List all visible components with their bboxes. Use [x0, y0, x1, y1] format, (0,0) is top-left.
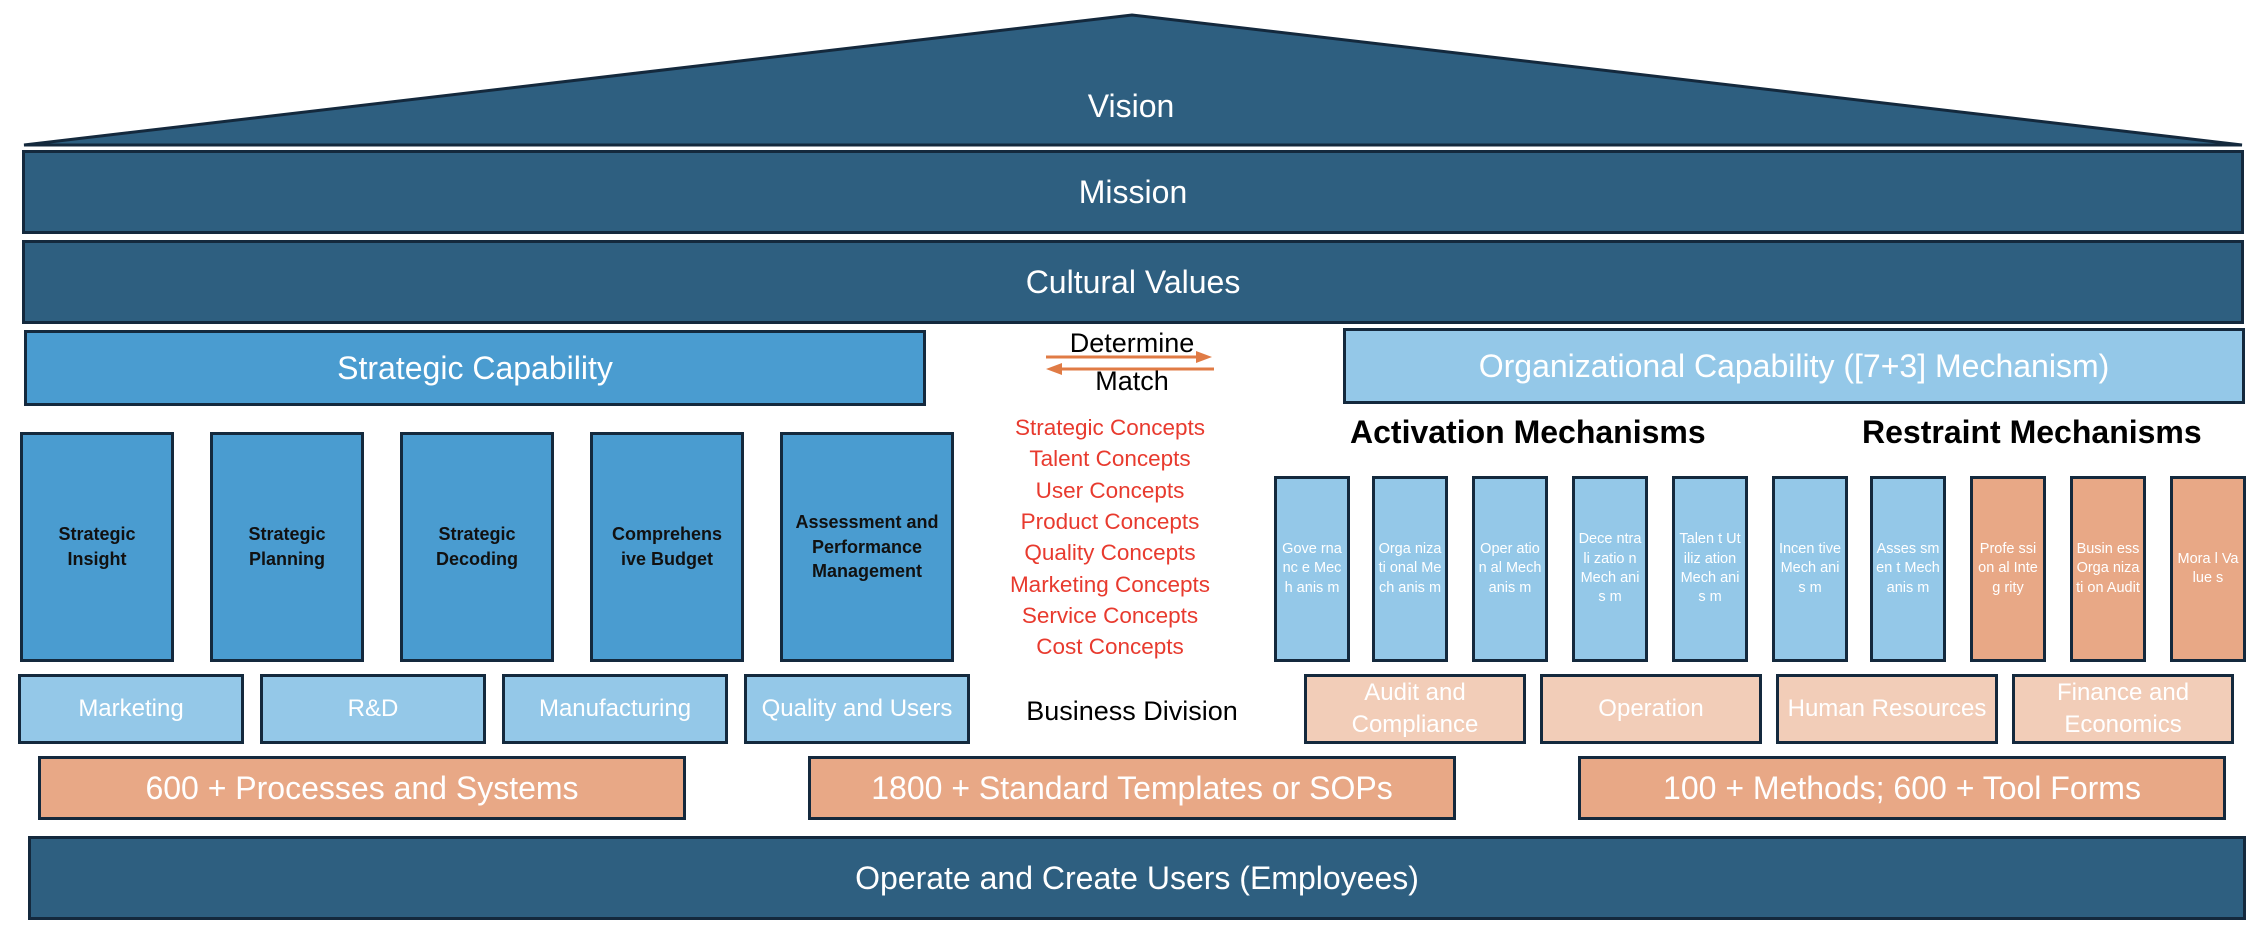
activation-mechanisms-heading: Activation Mechanisms — [1350, 414, 1706, 450]
domain-marketing: Marketing — [18, 674, 244, 744]
concept-item: Service Concepts — [1021, 603, 1199, 628]
mechanism-organizational: Orga nizati onal Mech anis m — [1372, 476, 1448, 662]
mechanism-governance: Gove rnanc e Mech anis m — [1274, 476, 1350, 662]
mechanism-moral-values: Mora l Value s — [2170, 476, 2246, 662]
concept-item: Talent Concepts — [1029, 446, 1191, 471]
bidirectional-arrow-icon — [1046, 351, 1214, 375]
mechanism-operational: Oper ation al Mech anis m — [1472, 476, 1548, 662]
foundation-methods-tool-forms: 100 + Methods; 600 + Tool Forms — [1578, 756, 2226, 820]
mechanism-incentive: Incen tive Mech anis m — [1772, 476, 1848, 662]
concept-item: User Concepts — [1035, 478, 1185, 503]
roof-triangle — [23, 13, 2243, 147]
function-audit-and-compliance: Audit and Compliance — [1304, 674, 1526, 744]
mechanism-assessment: Asses smen t Mech anis m — [1870, 476, 1946, 662]
mechanism-business-organization-audit: Busin ess Orga nizati on Audit — [2070, 476, 2146, 662]
concept-item: Strategic Concepts — [1014, 415, 1206, 440]
vision-label: Vision — [1087, 88, 1175, 124]
function-finance-and-economics: Finance and Economics — [2012, 674, 2234, 744]
domain-manufacturing: Manufacturing — [502, 674, 728, 744]
pillar-comprehensive-budget: Comprehens ive Budget — [590, 432, 744, 662]
function-operation: Operation — [1540, 674, 1762, 744]
pillar-strategic-decoding: Strategic Decoding — [400, 432, 554, 662]
cultural-values-bar: Cultural Values — [22, 240, 2244, 324]
mechanism-talent-utilization: Talen t Utiliz ation Mech anis m — [1672, 476, 1748, 662]
domain-rnd: R&D — [260, 674, 486, 744]
restraint-mechanisms-heading: Restraint Mechanisms — [1862, 414, 2202, 450]
base-operate-create-users: Operate and Create Users (Employees) — [28, 836, 2246, 920]
mechanism-professional-integrity: Profe ssion al Integ rity — [1970, 476, 2046, 662]
pillar-assessment-performance-management: Assessment and Performance Management — [780, 432, 954, 662]
concept-item: Marketing Concepts — [1009, 572, 1211, 597]
mission-bar: Mission — [22, 150, 2244, 234]
concept-item: Quality Concepts — [1024, 540, 1196, 565]
pillar-strategic-insight: Strategic Insight — [20, 432, 174, 662]
match-label: Match — [1095, 366, 1169, 396]
organizational-capability-header: Organizational Capability ([7+3] Mechani… — [1343, 328, 2245, 404]
determine-label: Determine — [1069, 328, 1195, 358]
pillar-strategic-planning: Strategic Planning — [210, 432, 364, 662]
strategic-capability-header: Strategic Capability — [24, 330, 926, 406]
business-division-label: Business Division — [1026, 696, 1238, 726]
domain-quality-and-users: Quality and Users — [744, 674, 970, 744]
concept-item: Cost Concepts — [1036, 634, 1184, 659]
concept-item: Product Concepts — [1020, 509, 1200, 534]
mechanism-decentralization: Dece ntrali zatio n Mech anis m — [1572, 476, 1648, 662]
function-human-resources: Human Resources — [1776, 674, 1998, 744]
foundation-standard-templates: 1800 + Standard Templates or SOPs — [808, 756, 1456, 820]
foundation-processes-systems: 600 + Processes and Systems — [38, 756, 686, 820]
